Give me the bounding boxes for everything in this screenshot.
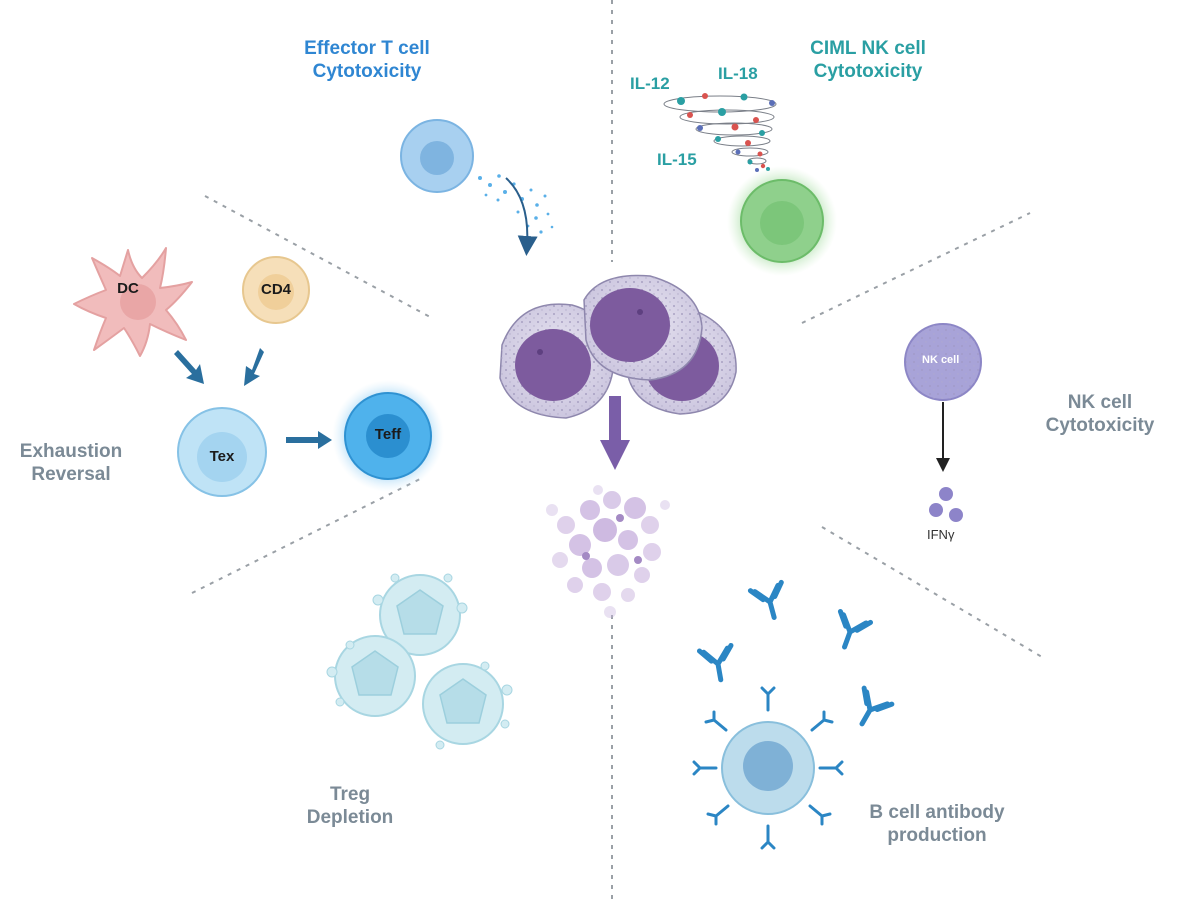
ciml-nk-cell xyxy=(727,166,837,276)
cytotoxic-granules xyxy=(478,174,554,234)
dc-label: DC xyxy=(117,280,139,297)
nk-cell xyxy=(904,323,982,401)
b-cell-title-line1: B cell antibody xyxy=(869,802,1005,823)
b-cell-title: B cell antibody production xyxy=(852,802,1022,848)
teff-label: Teff xyxy=(374,426,402,443)
exhaustion-arrows xyxy=(174,348,332,449)
ciml-nk-title: CIML NK cell Cytotoxicity xyxy=(788,38,948,84)
b-cell-title-line2: production xyxy=(887,824,987,846)
nk-title-line1: NK cell xyxy=(1067,392,1133,413)
nk-arrow xyxy=(936,402,950,472)
divider-lower-right xyxy=(821,526,1043,658)
nk-title: NK cell Cytotoxicity xyxy=(1030,392,1170,438)
cytokine-dots xyxy=(677,93,775,172)
cd4-cell xyxy=(242,256,310,324)
antibody-3 xyxy=(696,642,734,683)
treg-cell-right xyxy=(422,661,513,750)
treg-cell-left xyxy=(326,635,416,717)
exhaustion-title-line2: Reversal xyxy=(31,463,111,485)
ciml-nk-title-line1: CIML NK cell xyxy=(810,38,926,59)
divider-lines xyxy=(191,0,1043,899)
exhaustion-title-line1: Exhaustion xyxy=(19,441,123,462)
effector-t-title-line2: Cytotoxicity xyxy=(312,60,422,82)
divider-lower-left xyxy=(191,477,423,594)
antibodies xyxy=(696,579,895,727)
dendritic-cell xyxy=(73,247,193,357)
granule-arrow xyxy=(505,177,538,256)
nk-cell-label: NK cell xyxy=(922,354,960,366)
cd4-label: CD4 xyxy=(260,281,291,298)
treg-title-line2: Depletion xyxy=(306,806,394,828)
antibody-2 xyxy=(837,608,874,650)
divider-upper-right xyxy=(801,212,1031,324)
tex-cell xyxy=(177,407,267,497)
cytokine-il12: IL-12 xyxy=(630,74,670,93)
b-cell xyxy=(692,686,844,850)
ciml-nk-title-line2: Cytotoxicity xyxy=(813,60,923,82)
teff-cell xyxy=(332,380,444,492)
nk-title-line2: Cytotoxicity xyxy=(1045,414,1155,436)
ifn-gamma-label: IFNγ xyxy=(927,527,955,542)
tex-label: Tex xyxy=(209,448,235,465)
treg-title-line1: Treg xyxy=(329,784,371,805)
cytokine-il18: IL-18 xyxy=(718,64,758,83)
lysed-tumor-debris xyxy=(546,485,670,618)
treg-cells xyxy=(326,573,513,750)
cytokine-il15: IL-15 xyxy=(657,150,697,169)
tumor-cell-top xyxy=(583,274,703,381)
antibody-1 xyxy=(747,579,784,620)
effector-t-cell xyxy=(400,119,474,193)
exhaustion-title: Exhaustion Reversal xyxy=(6,441,136,487)
effector-t-title: Effector T cell Cytotoxicity xyxy=(283,38,451,84)
tumor-lysis-arrow xyxy=(600,396,630,470)
treg-title: Treg Depletion xyxy=(300,784,400,830)
antibody-4 xyxy=(859,685,895,727)
effector-t-title-line1: Effector T cell xyxy=(304,38,430,59)
tumor-cells xyxy=(499,274,737,419)
treg-cell-top xyxy=(372,573,468,656)
divider-upper-left xyxy=(204,195,433,319)
ifn-gamma-molecules xyxy=(929,487,963,522)
